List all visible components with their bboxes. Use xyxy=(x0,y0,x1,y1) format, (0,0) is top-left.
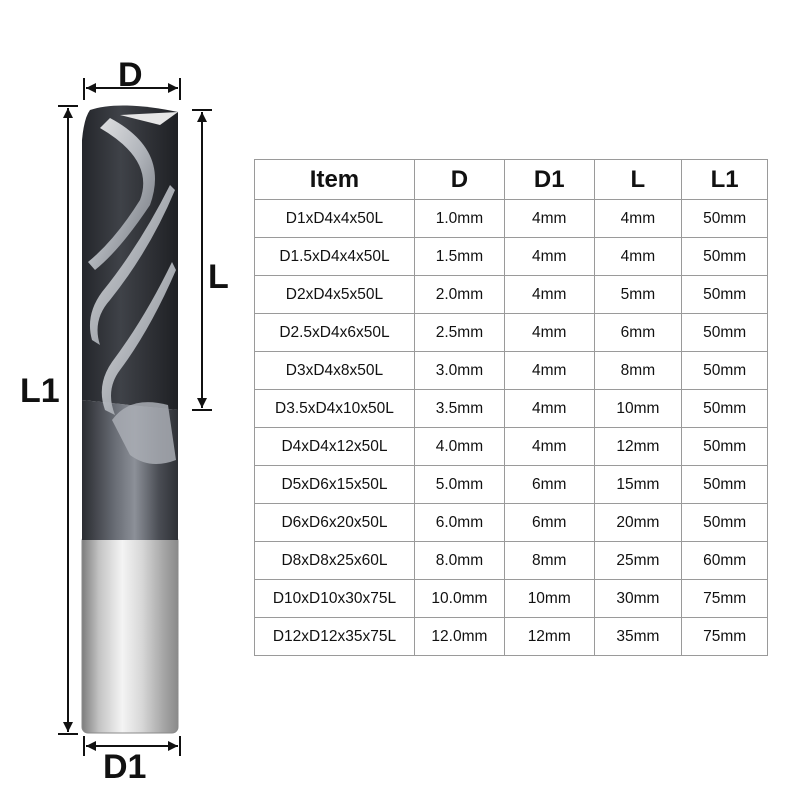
cell-l: 4mm xyxy=(593,237,683,276)
cell-d1: 4mm xyxy=(503,427,595,466)
cell-d1: 4mm xyxy=(503,351,595,390)
table-row: D10xD10x30x75L 10.0mm 10mm 30mm 75mm xyxy=(254,579,768,618)
table-row: D3.5xD4x10x50L 3.5mm 4mm 10mm 50mm xyxy=(254,389,768,428)
cell-d1: 6mm xyxy=(503,465,595,504)
table-row: D8xD8x25x60L 8.0mm 8mm 25mm 60mm xyxy=(254,541,768,580)
cell-l1: 50mm xyxy=(681,427,768,466)
cell-d: 10.0mm xyxy=(413,579,505,618)
cell-d: 6.0mm xyxy=(413,503,505,542)
cell-d1: 4mm xyxy=(503,313,595,352)
cell-d1: 4mm xyxy=(503,199,595,238)
table-row: D12xD12x35x75L 12.0mm 12mm 35mm 75mm xyxy=(254,617,768,656)
cell-item: D2xD4x5x50L xyxy=(254,275,415,314)
cell-d1: 4mm xyxy=(503,275,595,314)
cell-item: D5xD6x15x50L xyxy=(254,465,415,504)
cell-d: 12.0mm xyxy=(413,617,505,656)
cell-l: 12mm xyxy=(593,427,683,466)
cell-l: 20mm xyxy=(593,503,683,542)
dimension-label-l1: L1 xyxy=(20,372,60,410)
dimension-label-d: D xyxy=(118,56,143,94)
end-mill-diagram: D L L1 D1 xyxy=(0,0,250,800)
cell-item: D1.5xD4x4x50L xyxy=(254,237,415,276)
cell-l1: 75mm xyxy=(681,617,768,656)
cell-item: D2.5xD4x6x50L xyxy=(254,313,415,352)
table-row: D2xD4x5x50L 2.0mm 4mm 5mm 50mm xyxy=(254,275,768,314)
cell-l1: 50mm xyxy=(681,503,768,542)
cell-d: 2.5mm xyxy=(413,313,505,352)
cell-item: D8xD8x25x60L xyxy=(254,541,415,580)
cell-l: 6mm xyxy=(593,313,683,352)
header-d1: D1 xyxy=(503,159,595,200)
table-row: D1xD4x4x50L 1.0mm 4mm 4mm 50mm xyxy=(254,199,768,238)
spec-table: Item D D1 L L1 D1xD4x4x50L 1.0mm 4mm 4mm… xyxy=(254,159,768,656)
cell-d1: 6mm xyxy=(503,503,595,542)
cell-item: D4xD4x12x50L xyxy=(254,427,415,466)
table-row: D5xD6x15x50L 5.0mm 6mm 15mm 50mm xyxy=(254,465,768,504)
cell-l1: 50mm xyxy=(681,275,768,314)
cell-d1: 8mm xyxy=(503,541,595,580)
cell-l: 4mm xyxy=(593,199,683,238)
dimension-label-l: L xyxy=(208,258,229,296)
cell-item: D3xD4x8x50L xyxy=(254,351,415,390)
cell-item: D12xD12x35x75L xyxy=(254,617,415,656)
cell-l: 15mm xyxy=(593,465,683,504)
header-l: L xyxy=(593,159,683,200)
cell-l: 10mm xyxy=(593,389,683,428)
cell-l: 25mm xyxy=(593,541,683,580)
cell-d1: 12mm xyxy=(503,617,595,656)
cell-d1: 10mm xyxy=(503,579,595,618)
cell-l1: 60mm xyxy=(681,541,768,580)
cell-l1: 50mm xyxy=(681,313,768,352)
table-row: D3xD4x8x50L 3.0mm 4mm 8mm 50mm xyxy=(254,351,768,390)
table-row: D2.5xD4x6x50L 2.5mm 4mm 6mm 50mm xyxy=(254,313,768,352)
cell-l: 8mm xyxy=(593,351,683,390)
cell-l: 30mm xyxy=(593,579,683,618)
cell-l1: 50mm xyxy=(681,351,768,390)
cell-d1: 4mm xyxy=(503,237,595,276)
cell-l: 5mm xyxy=(593,275,683,314)
cell-l1: 50mm xyxy=(681,199,768,238)
table-row: D4xD4x12x50L 4.0mm 4mm 12mm 50mm xyxy=(254,427,768,466)
cell-d: 1.5mm xyxy=(413,237,505,276)
cell-d: 4.0mm xyxy=(413,427,505,466)
cell-d: 1.0mm xyxy=(413,199,505,238)
dimension-label-d1: D1 xyxy=(103,748,147,786)
shank xyxy=(81,534,179,734)
cell-l: 35mm xyxy=(593,617,683,656)
table-header-row: Item D D1 L L1 xyxy=(254,159,768,200)
cell-l1: 75mm xyxy=(681,579,768,618)
end-mill-drawing xyxy=(58,78,212,756)
cell-d1: 4mm xyxy=(503,389,595,428)
cell-item: D10xD10x30x75L xyxy=(254,579,415,618)
cell-d: 8.0mm xyxy=(413,541,505,580)
cell-item: D3.5xD4x10x50L xyxy=(254,389,415,428)
cell-item: D1xD4x4x50L xyxy=(254,199,415,238)
cell-l1: 50mm xyxy=(681,389,768,428)
cell-d: 3.5mm xyxy=(413,389,505,428)
cell-l1: 50mm xyxy=(681,237,768,276)
cell-d: 5.0mm xyxy=(413,465,505,504)
table-row: D6xD6x20x50L 6.0mm 6mm 20mm 50mm xyxy=(254,503,768,542)
header-item: Item xyxy=(254,159,415,200)
header-l1: L1 xyxy=(681,159,768,200)
table-row: D1.5xD4x4x50L 1.5mm 4mm 4mm 50mm xyxy=(254,237,768,276)
cell-l1: 50mm xyxy=(681,465,768,504)
cell-d: 3.0mm xyxy=(413,351,505,390)
cell-item: D6xD6x20x50L xyxy=(254,503,415,542)
cell-d: 2.0mm xyxy=(413,275,505,314)
header-d: D xyxy=(413,159,505,200)
